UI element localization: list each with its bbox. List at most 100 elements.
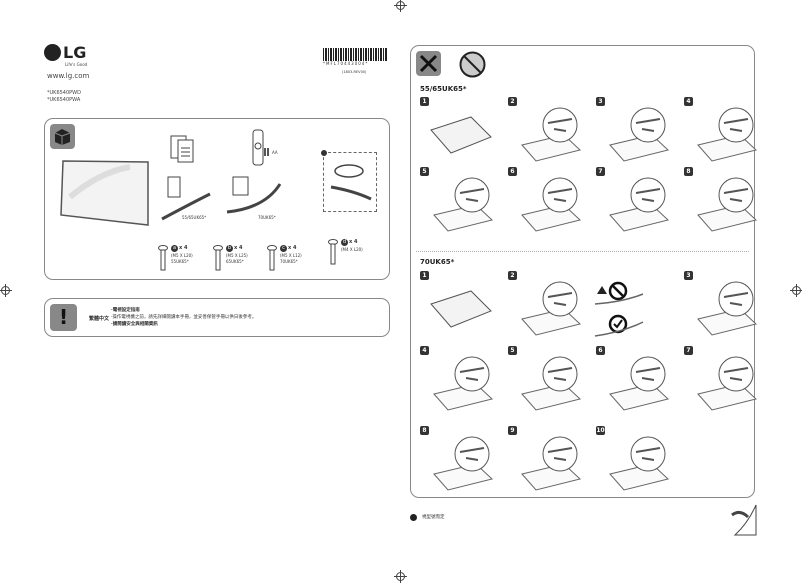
- assembly-step: 5: [420, 167, 500, 237]
- step-number-badge: 5: [508, 346, 517, 355]
- notice-panel: ! 繁體中文 ·電視設定指南 ·操作電視機之前，請先詳細閱讀本手冊，並妥善保管手…: [44, 298, 390, 337]
- page-turn-icon: [731, 504, 757, 536]
- stand-label-55-65: 55/65UK65*: [182, 215, 207, 220]
- registration-mark-bottom: [394, 570, 407, 583]
- box-icon: [50, 124, 75, 149]
- screw-item: b x 4 (M5 X L25) 65UK65*: [213, 245, 268, 275]
- step-illustration: [521, 177, 582, 232]
- logo-text: LG: [63, 43, 87, 62]
- warning-exclamation-icon: !: [50, 304, 77, 331]
- assembly-step: 1: [420, 97, 500, 167]
- assembly-step: 5: [508, 346, 588, 416]
- screw-qty: x 4: [234, 245, 243, 251]
- step-number-badge: 1: [420, 271, 429, 280]
- step-number-badge: 4: [420, 346, 429, 355]
- step-number-badge: 4: [684, 97, 693, 106]
- assembly-step: 3: [684, 271, 764, 341]
- assembly-step: 9: [508, 426, 588, 496]
- step-illustration: [433, 356, 494, 411]
- step-number-badge: 10: [596, 426, 605, 435]
- stand-55-65-illustration: [161, 176, 211, 221]
- step-illustration: [430, 116, 492, 154]
- model-2: *UK6540PWA: [47, 97, 81, 103]
- step-number-badge: 3: [684, 271, 693, 280]
- screw-item: a x 4 (M5 X L20) 55UK65*: [158, 245, 213, 275]
- step-illustration: [697, 281, 758, 336]
- screw-icon: [213, 245, 223, 271]
- assembly-step: 8: [420, 426, 500, 496]
- step-illustration: [609, 436, 670, 491]
- step-illustration: [609, 177, 670, 232]
- notice-line-2: ·操作電視機之前，請先詳細閱讀本手冊，並妥善保管手冊以供日後參考。: [111, 315, 257, 320]
- step-illustration: [430, 290, 492, 328]
- assembly-step: 1: [420, 271, 500, 341]
- step-illustration: [609, 356, 670, 411]
- screw-icon: [328, 239, 338, 265]
- step-illustration: [521, 436, 582, 491]
- assembly-step: 2: [508, 271, 588, 341]
- step-number-badge: 5: [420, 167, 429, 176]
- step-illustration: [433, 177, 494, 232]
- tv-illustration: [60, 160, 149, 226]
- step-illustration: [521, 281, 582, 336]
- screw-spec: (M4 X L20): [341, 247, 363, 252]
- plus-icon: [321, 150, 327, 156]
- footer-note: 視型號而定: [422, 515, 445, 520]
- stand-70-illustration: [226, 176, 282, 214]
- assembly-step: 4: [684, 97, 764, 167]
- screw-model: 70UK65*: [280, 259, 298, 264]
- tagline: Life's Good: [65, 62, 88, 67]
- registration-mark-top: [394, 0, 407, 12]
- screw-model: 65UK65*: [226, 259, 244, 264]
- section-title-55-65: 55/65UK65*: [420, 85, 467, 93]
- notice-line-1: ·電視設定指南: [111, 308, 140, 313]
- step-number-badge: 6: [596, 346, 605, 355]
- manual-illustration: [170, 135, 194, 163]
- website: www.lg.com: [47, 72, 90, 80]
- registration-mark-right: [790, 284, 802, 297]
- assembly-step: 10: [596, 426, 676, 496]
- screw-qty: x 4: [349, 239, 358, 245]
- assembly-step: 8: [684, 167, 764, 237]
- screw-icon: [158, 245, 168, 271]
- remote-illustration: [252, 129, 264, 166]
- step-illustration: [609, 107, 670, 162]
- screw-spec: (M5 X L25): [226, 253, 248, 258]
- optional-plus-icon: [410, 514, 417, 521]
- step-illustration: [697, 107, 758, 162]
- screw-icon: [267, 245, 277, 271]
- screw-item: d x 4 (M4 X L20): [328, 239, 383, 269]
- step-number-badge: 7: [596, 167, 605, 176]
- screw-model: 55UK65*: [171, 259, 189, 264]
- assembly-step: 6: [508, 167, 588, 237]
- screw-spec: (M5 X L20): [171, 253, 193, 258]
- notice-language: 繁體中文: [89, 316, 110, 322]
- screw-qty: x 4: [288, 245, 297, 251]
- step-illustration: [697, 356, 758, 411]
- screw-letter-badge: c: [280, 245, 287, 252]
- assembly-step: 6: [596, 346, 676, 416]
- step-number-badge: 2: [508, 97, 517, 106]
- no-scratch-surface-icon: [459, 51, 486, 78]
- step-number-badge: 1: [420, 97, 429, 106]
- barcode-text: *MFL70443004*: [323, 61, 369, 66]
- screw-letter-badge: a: [171, 245, 178, 252]
- warning-do-not-illustration: [594, 281, 644, 337]
- step-illustration: [521, 107, 582, 162]
- step-illustration: [433, 436, 494, 491]
- assembly-step: 7: [684, 346, 764, 416]
- step-number-badge: 8: [420, 426, 429, 435]
- screw-item: c x 4 (M5 X L12) 70UK65*: [267, 245, 322, 275]
- section-divider: [416, 251, 749, 252]
- assembly-step: 2: [508, 97, 588, 167]
- lg-logo: LG Life's Good: [44, 43, 94, 70]
- battery-label: AA: [272, 150, 278, 155]
- step-number-badge: 2: [508, 271, 517, 280]
- assembly-step: 4: [420, 346, 500, 416]
- batteries-icon: [264, 148, 269, 156]
- lg-logo-circle-icon: [44, 44, 61, 61]
- step-number-badge: 9: [508, 426, 517, 435]
- registration-mark-left: [0, 284, 12, 297]
- step-illustration: [521, 356, 582, 411]
